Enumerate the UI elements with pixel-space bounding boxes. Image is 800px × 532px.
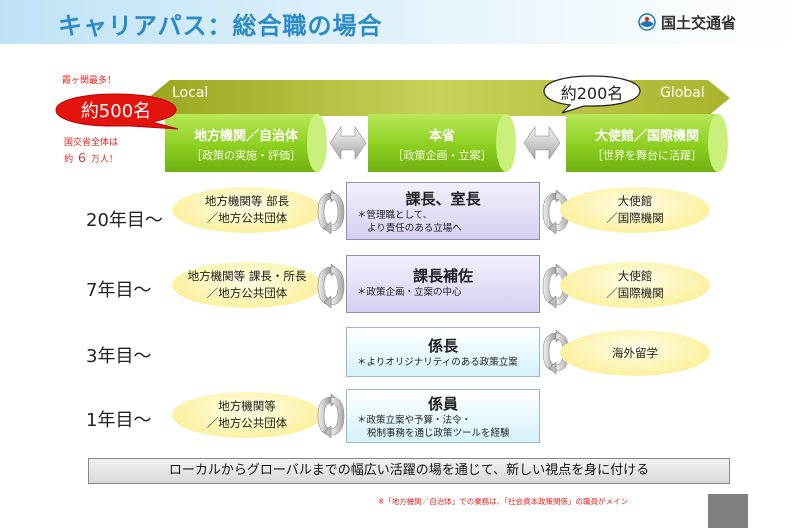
right-ellipse-line: ／国際機関 — [606, 286, 664, 300]
right-ellipse: 海外留学 — [560, 330, 710, 376]
logo-text: 国土交通省 — [661, 13, 737, 32]
year-label: 3年目～ — [86, 346, 152, 367]
note-headcount: 国交省全体は 約 ６ 万人！ — [64, 136, 118, 168]
year-label: 7年目～ — [86, 280, 152, 301]
position-title: 課長補佐 — [412, 267, 473, 285]
double-arrow-icon — [330, 126, 366, 160]
rotation-arrow-icon — [317, 190, 345, 234]
position-title: 係員 — [427, 395, 458, 413]
page-title: キャリアパス：総合職の場合 — [58, 12, 383, 40]
summary-banner: ローカルからグローバルまでの幅広い活躍の場を通じて、新しい視点を身に付ける — [88, 458, 730, 484]
cylinder-shape — [566, 114, 728, 172]
position-desc-line: 税制事務を通じ政策ツールを経験 — [367, 428, 510, 439]
block-headquarters: 本省 ［政策企画・立案］ — [368, 114, 516, 172]
left-ellipse-line: ／地方公共団体 — [206, 286, 288, 300]
right-ellipse: 大使館 ／国際機関 — [560, 262, 710, 308]
right-ellipse-line: 大使館 — [617, 269, 653, 283]
position-desc-line: より責任のある立場へ — [367, 223, 462, 234]
footnote: ※「地方機関／自治体」での業務は、「社会資本政策関係」の職員がメイン — [378, 497, 629, 506]
rotation-arrow-icon — [317, 394, 345, 438]
band-global-label: Global — [660, 85, 705, 101]
callout-bubble-shape — [543, 75, 641, 114]
position-box: 係長 ＊よりオリジナリティのある政策立案 — [346, 327, 540, 377]
double-arrow-icon — [524, 126, 560, 160]
left-ellipse-line: 地方機関等 — [218, 399, 276, 413]
left-ellipse-line: ／地方公共団体 — [206, 416, 288, 430]
position-title: 係長 — [427, 337, 458, 355]
headcount-prefix: 約 — [64, 155, 74, 165]
callout-bubble-shape — [55, 93, 179, 130]
cylinder-shape — [165, 114, 327, 172]
position-box: 係員 ＊政策立案や予算・法令・ 税制事務を通じ政策ツールを経験 — [346, 389, 540, 443]
block-local-agency: 地方機関／自治体 ［政策の実施・評価］ — [165, 114, 327, 172]
cylinder-shape — [368, 114, 516, 172]
block-embassy-subtitle: ［世界を舞台に活躍］ — [592, 149, 702, 162]
headcount-number: ６ — [76, 151, 89, 165]
left-ellipse: 地方機関等 課長・所長 ／地方公共団体 — [172, 262, 322, 308]
block-embassy-title: 大使館／国際機関 — [594, 129, 699, 144]
position-desc-line: ＊管理職として、 — [357, 210, 433, 221]
corner-decoration — [708, 494, 748, 528]
block-headquarters-title: 本省 — [428, 129, 455, 144]
mlit-logo-icon — [638, 13, 656, 31]
right-ellipse-line: 大使館 — [617, 194, 653, 208]
callout-global-count-label: 約200名 — [560, 84, 624, 103]
block-embassy: 大使館／国際機関 ［世界を舞台に活躍］ — [566, 114, 728, 172]
ministry-logo: 国土交通省 — [638, 11, 736, 33]
callout-global-count: 約200名 — [540, 74, 644, 114]
position-box: 課長、室長 ＊管理職として、 より責任のある立場へ — [346, 182, 540, 240]
right-ellipse-line: ／国際機関 — [606, 211, 664, 225]
position-box: 課長補佐 ＊政策企画・立案の中心 — [346, 255, 540, 313]
year-label: 20年目～ — [86, 210, 163, 231]
note-kasumigaseki: 霞ヶ関最多！ — [62, 76, 117, 86]
headcount-suffix: 万人！ — [90, 155, 118, 165]
rotation-arrow-icon — [317, 264, 345, 308]
left-ellipse: 地方機関等 部長 ／地方公共団体 — [172, 187, 322, 233]
header-band — [0, 0, 800, 44]
right-ellipse: 大使館 ／国際機関 — [560, 187, 710, 233]
left-ellipse: 地方機関等 ／地方公共団体 — [172, 392, 322, 438]
left-ellipse-line: 地方機関等 部長 — [204, 194, 290, 208]
right-ellipse-line: 海外留学 — [612, 345, 658, 360]
position-title: 課長、室長 — [405, 190, 481, 208]
block-local-subtitle: ［政策の実施・評価］ — [191, 149, 301, 162]
callout-local-count-label: 約500名 — [80, 101, 152, 122]
callout-local-count: 約500名 — [52, 92, 180, 132]
position-desc-line: ＊よりオリジナリティのある政策立案 — [357, 357, 518, 368]
headcount-line2: 約 ６ 万人！ — [64, 151, 118, 168]
position-desc-line: ＊政策企画・立案の中心 — [357, 287, 462, 298]
left-ellipse-line: 地方機関等 課長・所長 — [187, 269, 307, 283]
headcount-line1: 国交省全体は — [64, 138, 119, 148]
block-headquarters-subtitle: ［政策企画・立案］ — [392, 149, 492, 162]
left-ellipse-line: ／地方公共団体 — [206, 211, 288, 225]
position-desc-line: ＊政策立案や予算・法令・ — [357, 415, 472, 426]
year-label: 1年目～ — [86, 410, 152, 431]
band-local-label: Local — [172, 85, 209, 101]
block-local-title: 地方機関／自治体 — [193, 129, 298, 144]
